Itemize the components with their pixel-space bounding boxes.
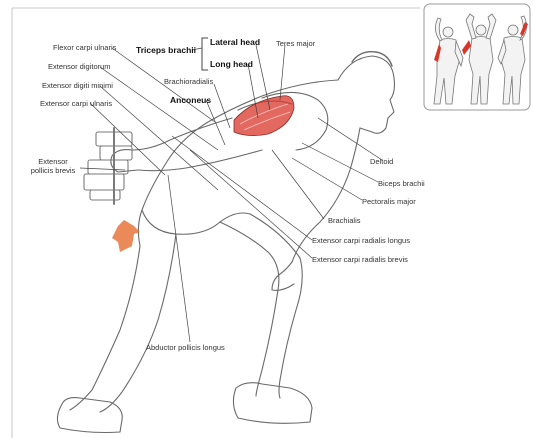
label-deltoid: Deltoid bbox=[370, 157, 394, 166]
back-leg-rear bbox=[99, 233, 177, 413]
label-brachioradialis: Brachioradialis bbox=[164, 77, 214, 86]
label-lateral-head: Lateral head bbox=[210, 37, 261, 47]
arrow-up-icon bbox=[112, 220, 140, 252]
label-extensor-digiti-minimi: Extensor digiti minimi bbox=[42, 81, 113, 90]
label-pectoralis-major: Pectoralis major bbox=[362, 197, 416, 206]
frame-border bbox=[11, 7, 420, 438]
label-abductor-pollicis-longus: Abductor pollicis longus bbox=[146, 343, 225, 352]
inset-figures bbox=[433, 13, 528, 105]
label-biceps-brachii: Biceps brachii bbox=[378, 179, 425, 188]
label-extensor-carpi-radialis-brevis: Extensor carpi radialis brevis bbox=[312, 255, 408, 264]
label-extensor-pollicis-brevis: Extensor pollicis brevis bbox=[30, 157, 76, 175]
rear-shoe bbox=[56, 397, 123, 434]
triceps-bracket bbox=[201, 37, 208, 71]
label-extensor-carpi-ulnaris: Extensor carpi ulnaris bbox=[40, 99, 113, 108]
label-anconeus: Anconeus bbox=[170, 95, 212, 105]
inset-figure-back bbox=[497, 15, 528, 105]
forearm-top bbox=[131, 117, 233, 151]
inset-figure-front bbox=[433, 17, 464, 105]
head-outline bbox=[337, 55, 396, 134]
triceps-highlight bbox=[233, 95, 295, 136]
label-extensor-digitorum: Extensor digitorum bbox=[48, 62, 111, 71]
label-teres-major: Teres major bbox=[276, 39, 316, 48]
back-leg-front bbox=[69, 245, 141, 411]
front-leg-rear bbox=[249, 213, 303, 399]
label-flexor-carpi-ulnaris: Flexor carpi ulnaris bbox=[53, 43, 117, 52]
main-figure bbox=[56, 51, 396, 434]
back-outline bbox=[141, 79, 339, 211]
front-shoe bbox=[232, 382, 313, 424]
leader-lines bbox=[79, 44, 383, 343]
chest-outline bbox=[291, 127, 361, 263]
forearm-bottom bbox=[137, 149, 263, 172]
label-brachialis: Brachialis bbox=[328, 216, 361, 225]
label-extensor-carpi-radialis-longus: Extensor carpi radialis longus bbox=[312, 236, 410, 245]
front-leg-front bbox=[219, 221, 280, 397]
label-triceps-brachii: Triceps brachii bbox=[136, 45, 196, 55]
inset-figure-center bbox=[462, 13, 497, 105]
label-long-head: Long head bbox=[210, 59, 253, 69]
dumbbell bbox=[83, 127, 133, 205]
